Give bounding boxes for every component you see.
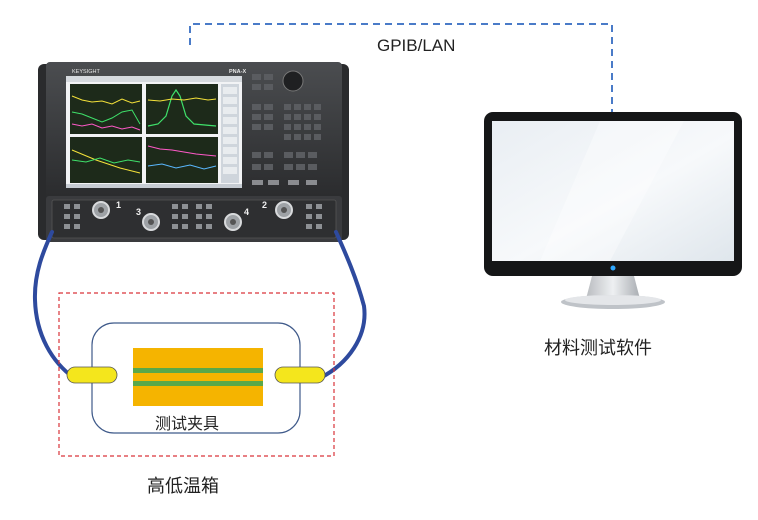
computer-monitor [484,112,742,309]
test-port-3 [142,213,160,231]
port-label-3: 3 [136,207,141,217]
connection-label: GPIB/LAN [377,36,455,55]
cable-left [32,230,76,380]
network-analyzer: KEYSIGHT PNA-X [38,62,349,242]
material-sample [133,348,263,406]
test-port-4 [224,213,242,231]
connector-left [66,366,118,384]
analyzer-keypad [252,70,321,185]
connector-right [274,366,326,384]
instrument-brand: KEYSIGHT [72,69,100,75]
computer-software-label: 材料测试软件 [544,338,652,359]
temperature-chamber-boundary [58,292,335,457]
test-port-1 [92,201,110,219]
port-label-2: 2 [262,200,267,210]
test-port-2 [275,201,293,219]
instrument-model: PNA-X [229,69,246,75]
port-label-4: 4 [244,207,249,217]
analyzer-display [66,76,242,188]
power-led-icon [610,265,616,271]
gpib-lan-connection-line [189,23,613,112]
test-fixture-label: 测试夹具 [155,414,219,433]
temperature-chamber-label: 高低温箱 [147,476,219,497]
cable-right [318,230,367,380]
port-label-1: 1 [116,200,121,210]
